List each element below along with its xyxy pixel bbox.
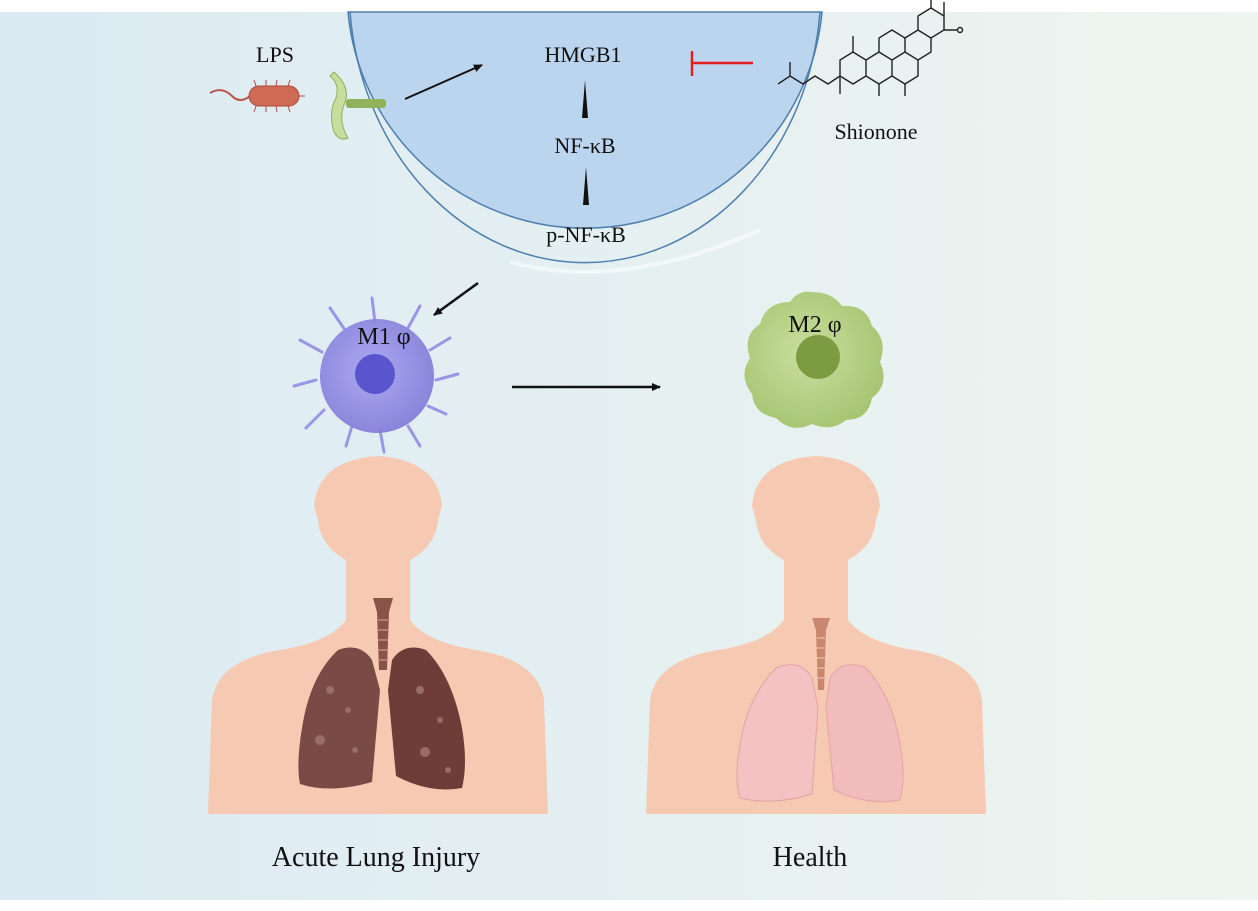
inhibition-bar bbox=[690, 51, 753, 76]
cell-membrane bbox=[347, 11, 823, 274]
m1-macrophage-icon bbox=[292, 296, 460, 454]
arrow-nfkb-pnfkb bbox=[583, 167, 589, 205]
shionone-label: Shionone bbox=[834, 119, 917, 144]
ali-label: Acute Lung Injury bbox=[272, 842, 480, 873]
m2-label: M2 φ bbox=[788, 312, 841, 338]
arrow-cell-m1 bbox=[433, 281, 479, 317]
bacterium-icon bbox=[209, 79, 305, 113]
shionone-structure-icon bbox=[777, 0, 964, 96]
hmgb1-label: HMGB1 bbox=[544, 42, 621, 67]
m2-macrophage-icon bbox=[744, 291, 884, 428]
pnfkb-label: p-NF-κB bbox=[546, 222, 626, 247]
healthy-lungs-icon bbox=[736, 664, 904, 803]
m1-label: M1 φ bbox=[357, 324, 410, 350]
trachea-right-icon bbox=[812, 618, 830, 690]
arrow-hmgb1-nfkb bbox=[582, 80, 588, 118]
lps-label: LPS bbox=[256, 42, 294, 67]
tlr-receptor bbox=[329, 71, 386, 140]
injured-lungs-icon bbox=[298, 647, 465, 790]
person-right bbox=[646, 456, 986, 814]
nfkb-label: NF-κB bbox=[554, 133, 615, 158]
health-label: Health bbox=[773, 842, 848, 873]
trachea-left-icon bbox=[373, 598, 393, 670]
arrow-lps-hmgb1 bbox=[404, 64, 483, 100]
